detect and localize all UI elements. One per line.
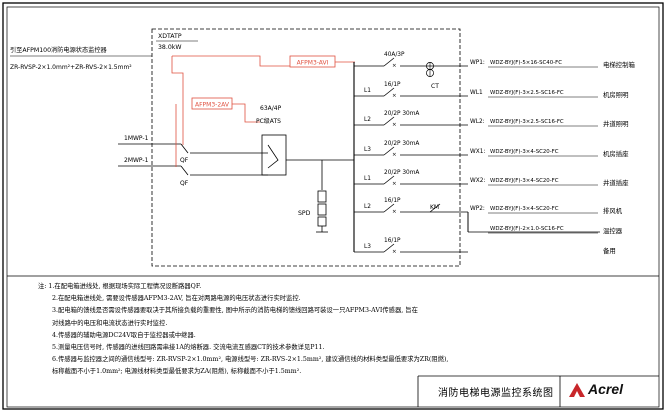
breaker-cross: × [392, 122, 397, 128]
sensor-line-voltage [171, 56, 184, 104]
ats-box [261, 134, 287, 176]
breaker-cross: × [392, 181, 397, 187]
km-contactor [429, 203, 441, 213]
km-label: KM [430, 204, 439, 211]
feeder-breaker: 16/1P [384, 198, 401, 204]
feeder-cable: WDZ-BYJ(F)-2×1.0-SC16-FC [490, 226, 564, 232]
breaker-contact [383, 116, 395, 126]
sensor-box-voltage [191, 97, 233, 110]
feeder-id: WP1: [470, 60, 485, 66]
feeder-breaker: 40A/3P [384, 52, 405, 58]
note-line: 注: 1.在配电箱进线处, 根据现场实际工程情况设断路器QF. [38, 283, 202, 290]
feeder-cable: WDZ-BYJ(F)-3×4-SC20-FC [490, 206, 559, 212]
feeder-cable: WDZ-BYJ(F)-3×2.5-SC16-FC [490, 119, 564, 125]
title-block-title: 消防电梯电源监控系统图 [438, 388, 554, 399]
breaker-contact [383, 87, 395, 97]
feeder-load: 温控器 [603, 226, 623, 235]
incomer-2-name: 2MWP-1 [124, 157, 149, 164]
feeder-cable: WDZ-BYJ(F)-3×4-SC20-FC [490, 178, 559, 184]
notes-section: 注: 1.在配电箱进线处, 根据现场实际工程情况设断路器QF. 2.在配电箱进线… [38, 281, 628, 379]
feeder-phase: L3 [364, 244, 371, 250]
outgoing-feeders: × 40A/3P WP1: WDZ-BYJ(F)-5×16-SC40-FC 电梯控制箱 ×… [354, 52, 636, 255]
feeder-cable: WDZ-BYJ(F)-3×4-SC20-FC [490, 149, 559, 155]
feeder-cable: WDZ-BYJ(F)-5×16-SC40-FC [490, 60, 562, 66]
panel-name: XDTATP [158, 33, 182, 40]
feeder-breaker: 20/2P 30mA [384, 141, 419, 147]
source-note-line1: 引至AFPM100消防电源状态监控器 [10, 46, 108, 54]
breaker-contact [383, 175, 395, 185]
spd-element-2 [317, 203, 327, 216]
sensor-avi-label: AFPM3-AVI [297, 59, 329, 66]
feeder-load: 井道照明 [603, 119, 629, 128]
source-note-line2: ZR-RVSP-2×1.0mm²+ZR-RVS-2×1.5mm² [10, 64, 132, 71]
sensor-box-avi [289, 55, 336, 68]
note-line: 5.测量电压信号时, 传感器的进线回路需串接1A的熔断器. 交流电流互感器CT的… [52, 344, 325, 352]
sensor-line-avi [172, 55, 290, 67]
breaker-cross: × [392, 93, 397, 99]
breaker-cross: × [392, 249, 397, 255]
feeder-load: 电梯控制箱 [603, 60, 636, 69]
note-line: 2.在配电箱进线处, 需要设传感器AFPM3-2AV, 旨在对两路电源的电压状态… [52, 295, 301, 303]
spd-label: SPD [298, 210, 311, 217]
breaker-contact [383, 57, 395, 67]
ats-label: PC级ATS [256, 117, 281, 125]
feeder-phase: L3 [364, 147, 371, 153]
incomer-wiring [118, 104, 268, 176]
note-line: 标称截面不小于1.0mm²; 电源线材料类型最低要求为ZA(阻燃), 标称截面不… [52, 368, 302, 376]
feeder-load: 井道插座 [603, 178, 629, 187]
feeder-load: 排风机 [603, 206, 623, 215]
note-line: 4.传感器的辅助电源DC24V取自于监控器或中继器. [52, 331, 196, 339]
note-line: 对线路中的电压和电流状态进行实时监控. [52, 319, 168, 327]
feeder-id: WL1 [470, 90, 483, 96]
ct-label: CT [431, 83, 439, 90]
incomer-1-name: 1MWP-1 [124, 135, 149, 142]
sensor-line-to-ats [232, 103, 260, 123]
spd-element-3 [317, 216, 327, 227]
outer-frame [2, 2, 664, 410]
incomer-2-breaker: QF [180, 180, 189, 187]
feeder-phase: L1 [364, 88, 371, 94]
brand-logo: Acrel [588, 381, 624, 397]
ats-rating: 63A/4P [260, 105, 282, 112]
breaker-contact [383, 146, 395, 156]
incomer-1-breaker: QF [180, 157, 189, 164]
feeder-cable: WDZ-BYJ(F)-3×2.5-SC16-FC [490, 90, 564, 96]
distribution-panel-box [151, 28, 461, 267]
note-line: 6.传感器与监控器之间的通信线型号: ZR-RVSP-2×1.0mm², 电源线… [52, 356, 449, 364]
feeder-id: WP2: [470, 206, 485, 212]
feeder-load: 机房插座 [603, 149, 629, 158]
feeder-id: WX2: [470, 178, 485, 184]
feeder-phase: L2 [364, 117, 371, 123]
breaker-cross: × [392, 209, 397, 215]
feeder-breaker: 20/2P 30mA [384, 170, 419, 176]
breaker-contact [383, 243, 395, 253]
feeder-phase: L2 [364, 204, 371, 210]
feeder-phase: L1 [364, 176, 371, 182]
spd-element-1 [317, 190, 327, 203]
feeder-id: WL2: [470, 119, 485, 125]
ats-switch-contact [267, 144, 279, 169]
feeder-breaker: 16/1P [384, 82, 401, 88]
note-line: 3.配电箱的馈线是否需设传感器要取决于其所接负载的重要性, 图中所示的消防电梯的… [52, 307, 418, 315]
feeder-breaker: 16/1P [384, 238, 401, 244]
feeder-load: 备用 [603, 246, 616, 255]
breaker-cross: × [392, 63, 397, 69]
feeder-load: 机房照明 [603, 90, 629, 99]
breaker-contact [383, 203, 395, 213]
panel-power: 38.0kW [158, 44, 181, 51]
feeder-id: WX1: [470, 149, 485, 155]
sensor-voltage-label: AFPM3-2AV [195, 101, 230, 108]
acrel-logo-icon [569, 383, 585, 397]
inner-frame [6, 6, 660, 408]
breaker-cross: × [392, 152, 397, 158]
sensor-wiring [171, 55, 355, 123]
feeder-breaker: 20/2P 30mA [384, 111, 419, 117]
